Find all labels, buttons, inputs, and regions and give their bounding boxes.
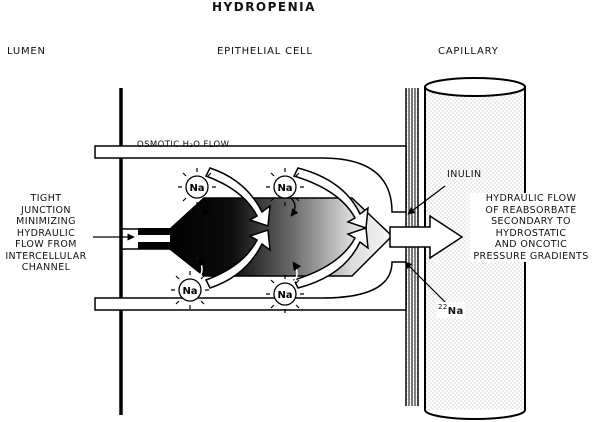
na-pump-label: Na: [277, 290, 292, 301]
column-heading-capillary: CAPILLARY: [438, 46, 499, 57]
na-pump-top-left: [178, 168, 216, 217]
inulin-pointer: [407, 185, 446, 215]
na-pump-label: Na: [189, 183, 204, 194]
column-heading-epithelial-cell: EPITHELIAL CELL: [217, 46, 313, 57]
curved-flow-arrows: [204, 167, 369, 289]
column-heading-lumen: LUMEN: [7, 46, 46, 57]
na22-mass-number: 22: [438, 303, 448, 311]
na-pump-top-right: [266, 168, 304, 217]
tight-junction: [120, 224, 170, 253]
osmotic-flow-label: OSMOTIC H₂O FLOW: [137, 140, 230, 150]
na-pump-bottom-right: [266, 261, 304, 313]
tight-junction-label: TIGHT JUNCTION MINIMIZING HYDRAULIC FLOW…: [5, 193, 87, 273]
diagram-title: HYDROPENIA: [212, 0, 316, 14]
na22-symbol: Na: [447, 306, 464, 317]
hydraulic-flow-label: HYDRAULIC FLOW OF REABSORBATE SECONDARY …: [470, 193, 592, 262]
pointer-arrows: [93, 185, 446, 303]
inulin-label: INULIN: [447, 169, 482, 180]
osmotic-flow-channel-bottom: [94, 261, 407, 311]
osmotic-flow-channel-top: [94, 145, 407, 213]
na-pump-bottom-left: [171, 257, 209, 309]
na22-label: 22Na: [437, 302, 465, 318]
na-pump-label: Na: [277, 183, 292, 194]
na22-pointer: [404, 261, 446, 303]
na-pump-label: Na: [182, 286, 197, 297]
hydraulic-flow-arrow: [389, 214, 464, 260]
